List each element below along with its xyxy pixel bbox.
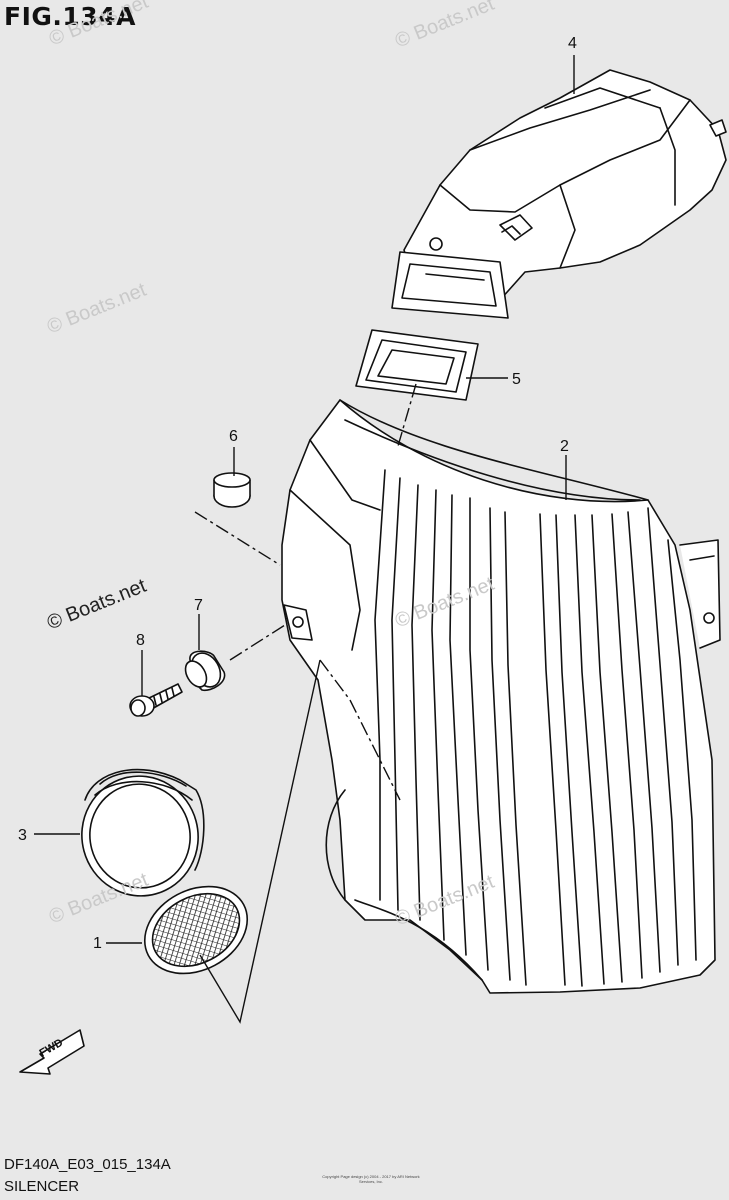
- part-8-bolt: [129, 683, 183, 717]
- part-2-silencer-body: [281, 399, 721, 994]
- figure-code: DF140A_E03_015_134A: [4, 1156, 171, 1173]
- copyright-notice: Copyright Page design (c) 2004 - 2017 by…: [322, 1174, 420, 1184]
- callout-1: 1: [93, 935, 102, 952]
- callout-5: 5: [512, 371, 521, 388]
- fwd-arrow-icon: [19, 1029, 85, 1075]
- part-1-mesh-screen: [143, 885, 249, 975]
- part-6-grommet: [213, 472, 251, 508]
- part-7-bushing: [184, 650, 226, 692]
- assembly-lines: [194, 383, 417, 801]
- part-3-tube: [81, 768, 205, 897]
- leader-lines: [34, 55, 575, 1024]
- callout-6: 6: [229, 428, 238, 445]
- callout-3: 3: [18, 827, 27, 844]
- part-4-intake-duct: [391, 69, 727, 319]
- callout-8: 8: [136, 632, 145, 649]
- part-5-gasket: [355, 329, 479, 401]
- callout-7: 7: [194, 597, 203, 614]
- callout-4: 4: [568, 35, 577, 52]
- figure-title: FIG.134A: [4, 2, 136, 31]
- callout-2: 2: [560, 438, 569, 455]
- figure-name: SILENCER: [4, 1178, 80, 1195]
